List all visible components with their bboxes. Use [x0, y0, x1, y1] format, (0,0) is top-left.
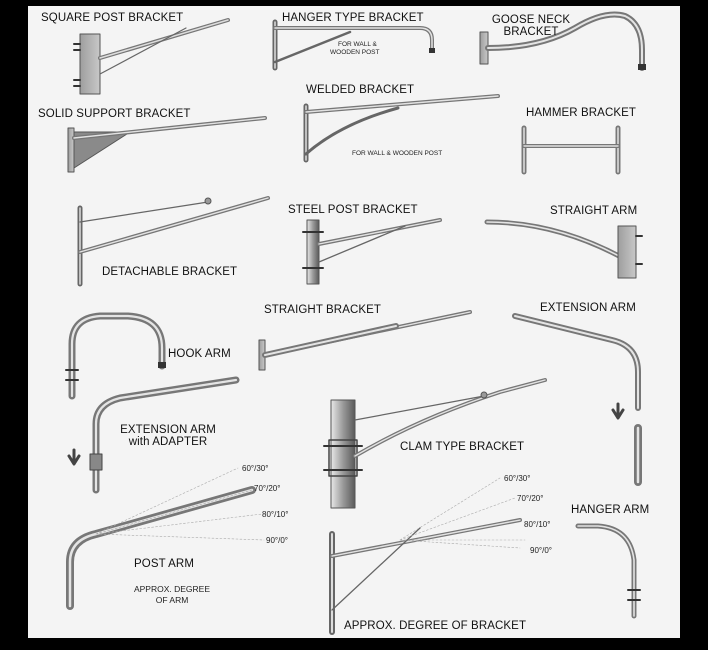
welded-bracket-drawing — [303, 94, 500, 163]
hook-arm-drawing — [65, 312, 166, 400]
hanger-note-line1: FOR WALL & — [338, 41, 377, 48]
bracket-angle-60: 60°/30° — [504, 474, 531, 483]
solid-support-bracket-label: SOLID SUPPORT BRACKET — [38, 108, 191, 120]
bracket-illustrations — [65, 11, 646, 635]
hanger-note-line2: WOODEN POST — [330, 49, 380, 56]
square-post-bracket-label: SQUARE POST BRACKET — [41, 12, 184, 24]
goose-neck-label-line2: BRACKET — [503, 26, 559, 38]
extension-arm-label: EXTENSION ARM — [540, 302, 636, 314]
straight-arm-drawing — [484, 219, 643, 279]
extension-arm-adapter-drawing — [67, 376, 240, 494]
solid-support-bracket-drawing — [67, 116, 267, 173]
degree-of-bracket-label: APPROX. DEGREE OF BRACKET — [344, 620, 527, 632]
goose-neck-bracket-drawing — [479, 11, 646, 71]
extension-arm-drawing — [512, 313, 642, 486]
clam-type-bracket-label: CLAM TYPE BRACKET — [400, 441, 525, 453]
extension-adapter-label-line2: with ADAPTER — [128, 436, 208, 448]
welded-bracket-label: WELDED BRACKET — [306, 84, 415, 96]
extension-adapter-label-line1: EXTENSION ARM — [120, 424, 216, 436]
bracket-catalog-sheet: SQUARE POST BRACKET HANGER TYPE BRACKET … — [28, 6, 680, 638]
straight-bracket-label: STRAIGHT BRACKET — [264, 304, 382, 316]
square-post-bracket-drawing — [73, 18, 230, 95]
post-arm-drawing — [66, 467, 265, 610]
post-arm-label: POST ARM — [134, 558, 195, 570]
hammer-bracket-label: HAMMER BRACKET — [526, 107, 637, 119]
post-arm-degree-line2: OF ARM — [155, 595, 189, 605]
bracket-angle-90: 90°/0° — [530, 546, 552, 555]
straight-bracket-drawing — [258, 310, 472, 371]
hanger-type-bracket-drawing — [272, 19, 435, 71]
bracket-angle-80: 80°/10° — [524, 520, 551, 529]
post-arm-degree-line1: APPROX. DEGREE — [133, 584, 211, 594]
detachable-bracket-label: DETACHABLE BRACKET — [102, 266, 238, 278]
degree-bracket-drawing — [329, 477, 526, 635]
welded-note: FOR WALL & WOODEN POST — [352, 150, 443, 157]
post-arm-angle-70: 70°/20° — [254, 484, 281, 493]
hanger-type-bracket-label: HANGER TYPE BRACKET — [282, 12, 424, 24]
bracket-angle-70: 70°/20° — [517, 494, 544, 503]
goose-neck-label-line1: GOOSE NECK — [491, 14, 571, 26]
detachable-bracket-drawing — [77, 196, 270, 287]
post-arm-angle-60: 60°/30° — [242, 464, 269, 473]
post-arm-angle-90: 90°/0° — [266, 536, 288, 545]
hammer-bracket-drawing — [521, 125, 621, 175]
hook-arm-label: HOOK ARM — [168, 348, 231, 360]
steel-post-bracket-label: STEEL POST BRACKET — [288, 204, 418, 216]
post-arm-angle-80: 80°/10° — [262, 510, 289, 519]
hanger-arm-label: HANGER ARM — [571, 504, 650, 516]
hanger-arm-drawing — [575, 523, 641, 619]
straight-arm-label: STRAIGHT ARM — [550, 205, 638, 217]
clam-type-bracket-drawing — [323, 378, 547, 509]
steel-post-bracket-drawing — [302, 218, 442, 285]
